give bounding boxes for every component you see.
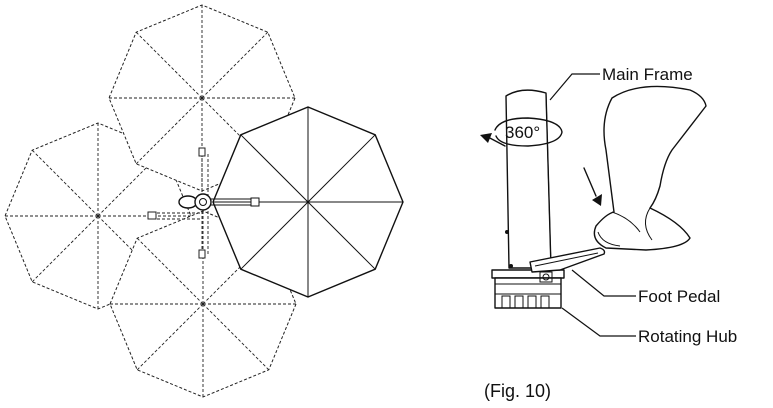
rotating-base-arms (147, 147, 260, 259)
rotating-hub (491, 269, 565, 309)
leader-main-frame (549, 73, 600, 101)
rotating-hub-label: Rotating Hub (638, 327, 737, 346)
foot-icon (593, 85, 707, 251)
main-frame-label: Main Frame (602, 65, 693, 84)
main-frame (505, 89, 552, 269)
leader-rotating-hub (561, 307, 636, 337)
rotation-label: 360° (505, 123, 540, 142)
figure-caption: (Fig. 10) (484, 381, 551, 401)
pedal-side-view: 360° (480, 65, 737, 401)
leader-foot-pedal (571, 269, 636, 297)
rotation-indicator: 360° (480, 117, 563, 147)
umbrella-top-view (4, 4, 404, 398)
foot-pedal (529, 247, 606, 273)
umbrella-canopy-right-solid (212, 106, 404, 298)
foot-pedal-label: Foot Pedal (638, 287, 720, 306)
press-arrow-icon (583, 167, 602, 206)
